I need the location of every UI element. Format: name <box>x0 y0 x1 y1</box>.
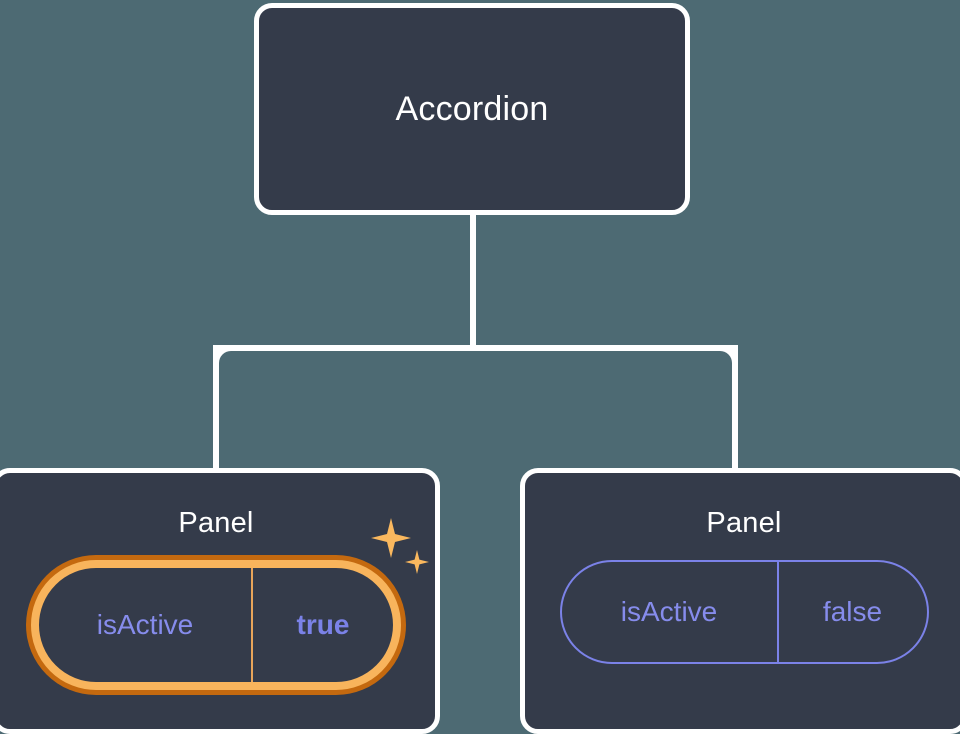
prop-pill-active-wrapper: isActive true <box>31 518 429 690</box>
sparkle-large-icon <box>371 518 411 558</box>
connector-horizontal-bar <box>216 345 735 351</box>
prop-value-label: false <box>776 562 927 662</box>
node-panel-active[interactable]: Panel isActive true <box>0 468 440 734</box>
node-accordion-label: Accordion <box>395 89 549 128</box>
node-panel-inactive-label: Panel <box>706 507 782 539</box>
prop-key-label: isActive <box>96 609 194 640</box>
connector-root-stem <box>470 214 476 350</box>
prop-pill-isactive-false[interactable]: isActive false <box>559 560 929 664</box>
node-panel-inactive[interactable]: Panel isActive false <box>520 468 960 734</box>
connector-drop-left <box>213 345 219 473</box>
prop-pill-isactive-true[interactable]: isActive true <box>31 560 401 690</box>
connector-elbow-left <box>213 345 247 379</box>
prop-pill-inactive-wrapper: isActive false <box>559 560 929 664</box>
node-panel-active-label: Panel <box>178 507 254 539</box>
prop-value-label: true <box>251 568 393 682</box>
sparkle-small-icon <box>405 550 429 574</box>
connector-drop-right <box>732 345 738 473</box>
prop-key-label: isActive <box>620 596 718 627</box>
connector-elbow-right <box>704 345 738 379</box>
node-accordion[interactable]: Accordion <box>254 3 690 215</box>
